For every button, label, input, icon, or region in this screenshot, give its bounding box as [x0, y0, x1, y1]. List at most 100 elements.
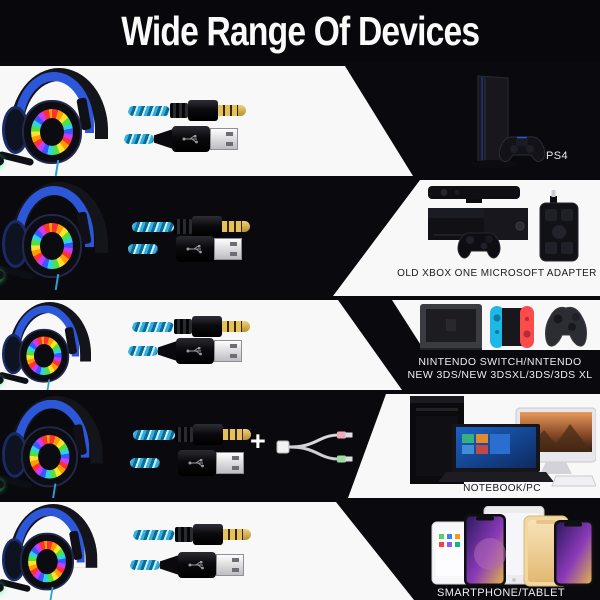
usb-metal-shell — [216, 554, 244, 576]
braided-cable — [124, 134, 154, 144]
usb-connector-body — [176, 236, 214, 262]
device-label: NOTEBOOK/PC — [463, 483, 541, 494]
braided-cable — [128, 244, 158, 254]
headband — [12, 305, 80, 357]
strain-relief — [170, 103, 188, 118]
usb-logo-icon — [188, 459, 204, 468]
gold-jack-tip — [238, 105, 246, 116]
usb-cable-image — [128, 338, 242, 364]
gaming-headset-image — [0, 504, 98, 600]
jack-body — [192, 216, 222, 237]
usb-neck — [160, 453, 178, 473]
microphone-tip — [0, 156, 4, 166]
gold-jack-tip — [242, 321, 250, 332]
ear-cup — [21, 426, 78, 488]
usb-connector-body — [176, 338, 214, 364]
page-title: Wide Range Of Devices — [120, 7, 480, 54]
strain-relief — [174, 319, 192, 334]
gold-jack-pin — [218, 105, 238, 116]
kinect-sensor-image — [428, 186, 520, 203]
usb-connector-body — [178, 552, 216, 578]
headband — [13, 399, 90, 458]
rgb-ring — [29, 434, 70, 479]
headband — [14, 186, 94, 247]
xbox-controller-image — [457, 232, 501, 259]
nintendo-switch-image — [420, 304, 587, 350]
usb-metal-shell — [214, 340, 242, 362]
keyboard-image — [551, 475, 596, 487]
aux-jack-cable-image — [132, 316, 250, 337]
ear-cup — [22, 214, 82, 278]
usb-neck — [158, 341, 176, 361]
aux-jack-cable-image — [133, 424, 251, 445]
strain-relief — [174, 219, 192, 234]
rgb-ring — [28, 540, 66, 583]
jack-body — [193, 524, 223, 545]
device-label-line1: NINTENDO SWITCH/NNTENDO — [418, 356, 582, 368]
iphone-xs-image — [464, 514, 506, 586]
headband — [12, 507, 85, 563]
gaming-headset-image — [0, 396, 103, 498]
notebook-pc-image — [410, 396, 596, 487]
usb-cable-image — [130, 552, 244, 578]
header-band: Wide Range Of Devices — [0, 0, 600, 62]
gold-jack-tip — [242, 221, 250, 232]
usb-logo-icon — [188, 561, 204, 570]
braided-cable — [133, 529, 175, 540]
row-xbox-one: OLD XBOX ONE MICROSOFT ADAPTER — [0, 180, 600, 296]
row-ps4: PS4 — [0, 66, 600, 176]
pro-controller-image — [545, 306, 587, 347]
smartphone-tablet-image — [431, 506, 594, 587]
microphone-tip — [0, 479, 4, 490]
headband — [14, 72, 94, 133]
jack-body — [193, 424, 223, 445]
joy-con-grip-image — [490, 306, 534, 348]
usb-connector-body — [178, 450, 216, 476]
device-label: OLD XBOX ONE MICROSOFT ADAPTER — [397, 268, 597, 279]
rgb-ring — [31, 223, 73, 269]
rgb-ring — [31, 109, 73, 155]
dualshock-controller — [498, 136, 546, 162]
gold-jack-pin — [223, 529, 243, 540]
usb-neck — [154, 129, 172, 149]
gold-jack-pin — [222, 221, 242, 232]
row-notebook-pc: + — [0, 394, 600, 498]
audio-splitter-image — [276, 431, 353, 463]
laptop-image — [438, 424, 554, 482]
switch-dock-image — [420, 304, 482, 350]
device-label: PS4 — [546, 150, 568, 162]
usb-metal-shell — [214, 238, 242, 260]
microsoft-adapter-image — [539, 190, 579, 262]
ear-cup — [18, 328, 70, 383]
gold-jack-tip — [243, 529, 251, 540]
usb-logo-icon — [182, 135, 198, 144]
gold-jack-pin — [222, 321, 242, 332]
braided-cable — [132, 221, 174, 232]
aux-jack-cable-image — [128, 100, 246, 121]
usb-logo-icon — [186, 347, 202, 356]
iphone-white-image — [431, 521, 473, 585]
braided-cable — [128, 346, 158, 356]
usb-metal-shell — [210, 128, 238, 150]
device-label-line2: NEW 3DS/NEW 3DSXL/3DS/3DS XL — [407, 369, 593, 381]
usb-connector-body — [172, 126, 210, 152]
braided-cable — [133, 429, 175, 440]
plus-icon: + — [250, 426, 266, 456]
strain-relief — [175, 427, 193, 442]
braided-cable — [128, 105, 170, 116]
device-label: NINTENDO SWITCH/NNTENDO NEW 3DS/NEW 3DSX… — [400, 356, 600, 382]
usb-metal-shell — [216, 452, 244, 474]
microphone-tip — [0, 583, 4, 593]
braided-cable — [130, 458, 160, 468]
row-nintendo-switch: NINTENDO SWITCH/NNTENDO NEW 3DS/NEW 3DSX… — [0, 300, 600, 390]
device-label: SMARTPHONE/TABLET — [436, 587, 566, 599]
aux-jack-cable-image — [132, 216, 250, 237]
microphone-tip — [0, 270, 4, 280]
usb-cable-image — [124, 126, 238, 152]
jack-body — [192, 316, 222, 337]
braided-cable — [132, 321, 174, 332]
ear-cup — [20, 532, 74, 591]
strain-relief — [175, 527, 193, 542]
gaming-headset-image — [0, 182, 108, 291]
